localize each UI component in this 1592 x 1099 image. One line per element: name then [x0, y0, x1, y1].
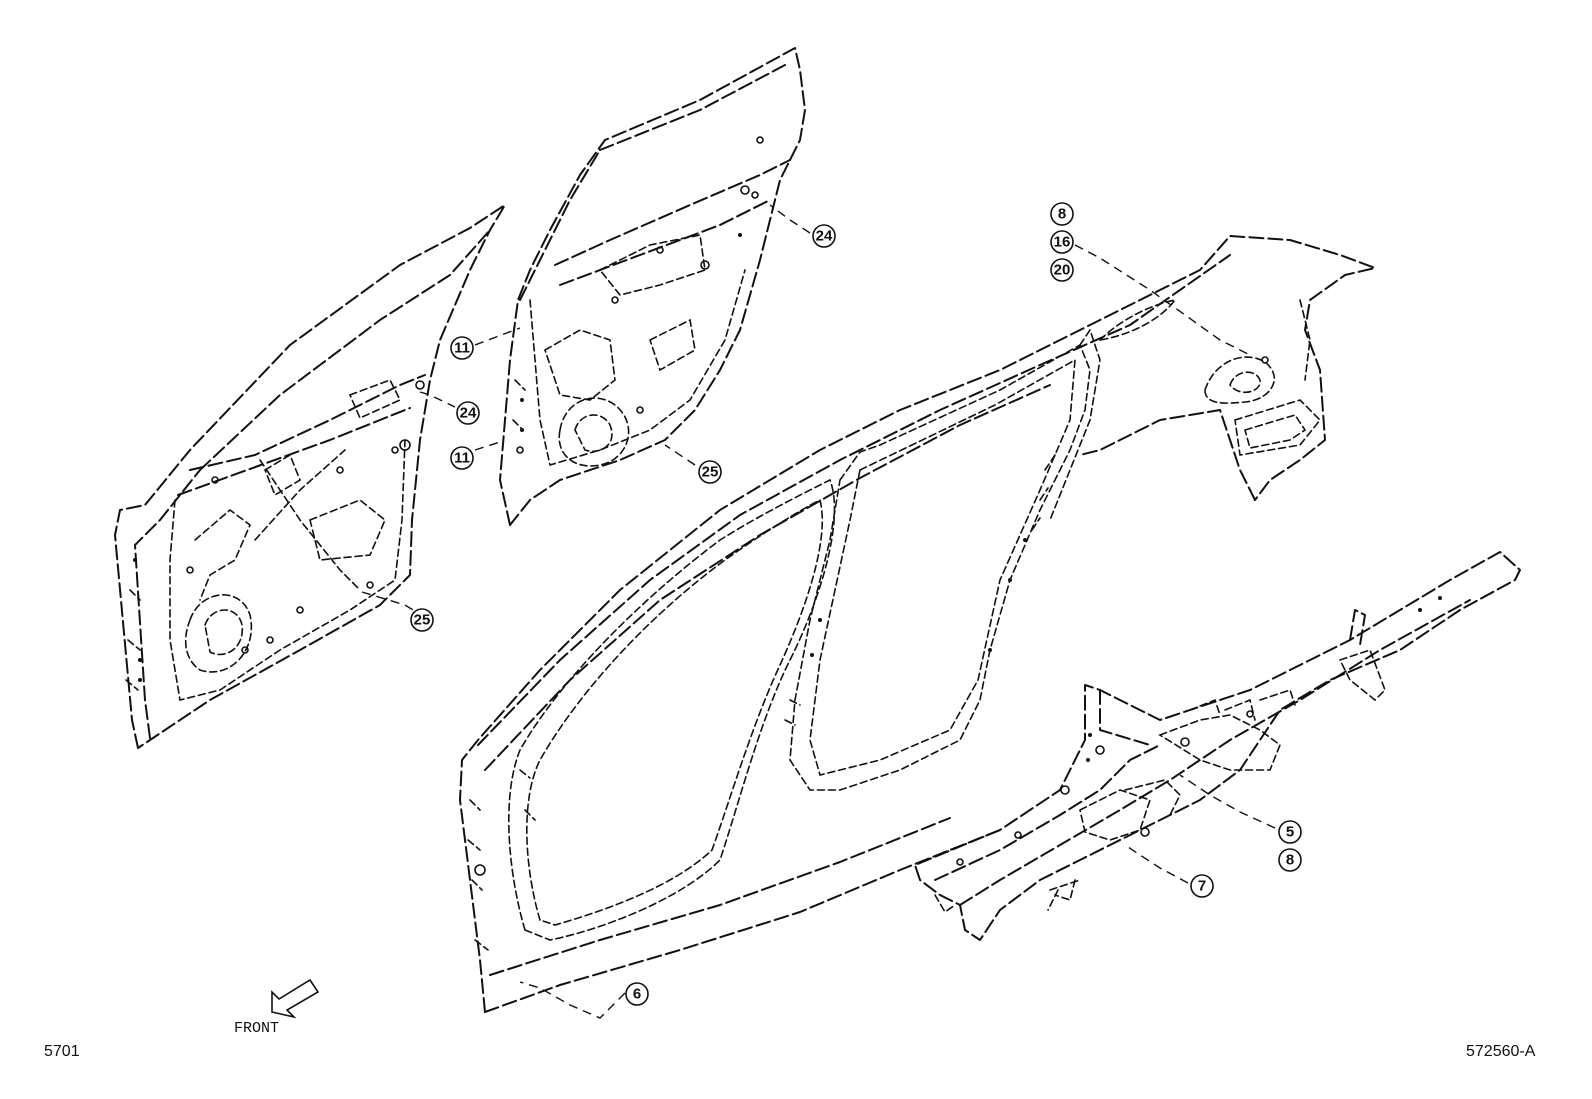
- callout-25-rear-door: 25: [698, 460, 722, 484]
- callout-16: 16: [1050, 230, 1074, 254]
- svg-text:25: 25: [414, 612, 431, 629]
- side-body-outer-panel: [459, 235, 1376, 1013]
- callout-11-upper: 11: [450, 336, 474, 360]
- svg-text:25: 25: [702, 464, 719, 481]
- callout-20: 20: [1050, 258, 1074, 282]
- svg-text:20: 20: [1054, 262, 1071, 279]
- svg-text:16: 16: [1054, 234, 1071, 251]
- svg-text:6: 6: [633, 986, 641, 1003]
- rear-door-panel: [499, 47, 806, 526]
- svg-text:5: 5: [1286, 824, 1294, 841]
- callout-6: 6: [625, 982, 649, 1006]
- callout-7: 7: [1190, 874, 1214, 898]
- page-code: 5701: [44, 1043, 80, 1060]
- callout-11-lower: 11: [450, 446, 474, 470]
- svg-text:24: 24: [816, 228, 833, 245]
- callout-24-rear-door: 24: [812, 224, 836, 248]
- front-arrow-icon: [271, 978, 320, 1019]
- callout-24-front-door: 24: [456, 401, 480, 425]
- svg-text:24: 24: [460, 405, 477, 422]
- callout-8-lower: 8: [1278, 848, 1302, 872]
- front-direction-indicator: FRONT: [234, 978, 320, 1037]
- callout-25-front-door: 25: [410, 608, 434, 632]
- svg-text:11: 11: [454, 450, 470, 467]
- figure-code: 572560-A: [1466, 1043, 1536, 1060]
- svg-text:11: 11: [454, 340, 470, 357]
- svg-text:8: 8: [1058, 206, 1066, 223]
- leader-lines: [361, 204, 1276, 1019]
- svg-text:7: 7: [1198, 878, 1206, 895]
- callout-5: 5: [1278, 820, 1302, 844]
- front-door-panel: [114, 204, 506, 749]
- rocker-floor-member: [914, 551, 1521, 941]
- callout-8-upper: 8: [1050, 202, 1074, 226]
- svg-text:8: 8: [1286, 852, 1294, 869]
- front-label: FRONT: [234, 1020, 279, 1037]
